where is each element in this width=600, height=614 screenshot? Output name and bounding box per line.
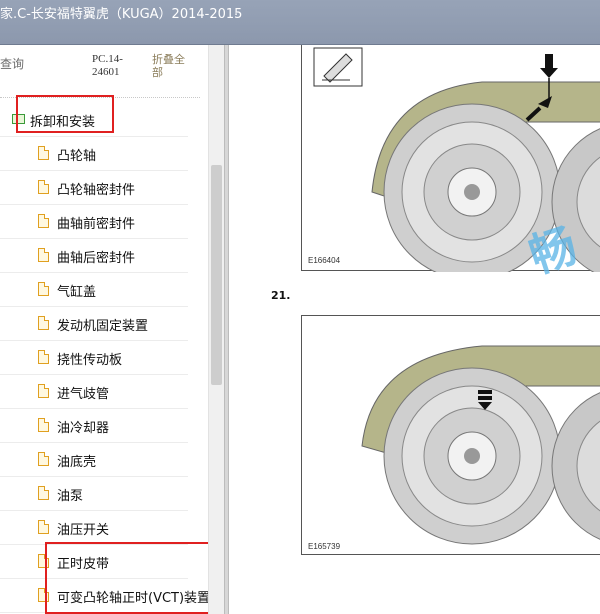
- figure-camshaft-pulley-2: E165739: [301, 315, 600, 555]
- tree-item[interactable]: 油泵: [0, 477, 188, 511]
- scrollbar-thumb[interactable]: [211, 165, 222, 385]
- figure-camshaft-pulley-1: E166404: [301, 45, 600, 281]
- tree-item[interactable]: 进气歧管: [0, 375, 188, 409]
- document-icon: [38, 180, 49, 194]
- document-icon: [38, 248, 49, 262]
- tree-item-timing-belt[interactable]: 正时皮带: [0, 545, 188, 579]
- tree-item[interactable]: 油底壳: [0, 443, 188, 477]
- query-tab[interactable]: 查询: [0, 57, 25, 71]
- tree-item-label: 油泵: [57, 489, 84, 504]
- tree-item-label: 可变凸轮轴正时(VCT)装置: [57, 591, 208, 606]
- tree-item[interactable]: 发动机固定装置: [0, 307, 188, 341]
- figure-code: E166404: [308, 256, 341, 265]
- engine-illustration-1: [313, 47, 600, 281]
- document-icon: [38, 486, 49, 500]
- document-icon: [38, 384, 49, 398]
- tree-item[interactable]: 曲轴前密封件: [0, 205, 188, 239]
- document-icon: [38, 452, 49, 466]
- toc-header: 查询 PC.14-24601 折叠全部: [0, 45, 208, 97]
- engine-illustration-2: [361, 345, 600, 545]
- tree-item[interactable]: 凸轮轴: [0, 137, 188, 171]
- window-title-suffix: .: [234, 4, 239, 19]
- tree-item-label: 正时皮带: [57, 557, 110, 572]
- step-number: 21.: [271, 289, 291, 302]
- document-icon: [38, 588, 49, 602]
- tree-item-label: 油底壳: [57, 455, 97, 470]
- pane-splitter[interactable]: [224, 45, 229, 614]
- document-icon: [38, 146, 49, 160]
- tree-item[interactable]: 挠性传动板: [0, 341, 188, 375]
- tree-item-label: 曲轴前密封件: [57, 217, 136, 232]
- title-bar: 家.C-长安福特翼虎（KUGA）2014-2015 .: [0, 0, 600, 45]
- tree-item-label: 曲轴后密封件: [57, 251, 136, 266]
- tree-item[interactable]: 凸轮轴密封件: [0, 171, 188, 205]
- tree-item-label: 发动机固定装置: [57, 319, 149, 334]
- document-icon: [38, 554, 49, 568]
- document-icon: [38, 418, 49, 432]
- tree-item[interactable]: 气缸盖: [0, 273, 188, 307]
- document-view: E166404 畅 21. E165739: [229, 45, 600, 614]
- tree-item-vct-unit[interactable]: 可变凸轮轴正时(VCT)装置: [0, 579, 208, 613]
- document-icon: [38, 520, 49, 534]
- tree-item-label: 气缸盖: [57, 285, 97, 300]
- document-icon: [38, 214, 49, 228]
- tree-item-label: 挠性传动板: [57, 353, 123, 368]
- document-code: PC.14-24601: [92, 53, 123, 78]
- folder-open-icon: [12, 114, 25, 124]
- tree-item[interactable]: 油压开关: [0, 511, 188, 545]
- document-icon: [38, 316, 49, 330]
- tree-item-label: 油冷却器: [57, 421, 110, 436]
- tree-item[interactable]: 曲轴后密封件: [0, 239, 188, 273]
- document-icon: [38, 282, 49, 296]
- tree-item-label: 油压开关: [57, 523, 110, 538]
- figure-code: E165739: [308, 542, 341, 551]
- tree-item-label: 凸轮轴: [57, 149, 97, 164]
- fold-all-button[interactable]: 折叠全部: [152, 53, 185, 79]
- tree-item-label: 进气歧管: [57, 387, 110, 402]
- header-separator: [0, 97, 200, 98]
- tree-folder-label: 拆卸和安装: [30, 115, 96, 130]
- tree-item[interactable]: 油冷却器: [0, 409, 188, 443]
- toc-scrollbar[interactable]: [208, 45, 224, 614]
- tree-folder-removal-installation[interactable]: 拆卸和安装: [0, 103, 188, 137]
- tree-item-label: 凸轮轴密封件: [57, 183, 136, 198]
- document-icon: [38, 350, 49, 364]
- toc-panel: 查询 PC.14-24601 折叠全部 拆卸和安装 凸轮轴 凸轮轴密封件 曲轴前…: [0, 45, 208, 614]
- window-title: 家.C-长安福特翼虎（KUGA）2014-2015: [0, 7, 243, 22]
